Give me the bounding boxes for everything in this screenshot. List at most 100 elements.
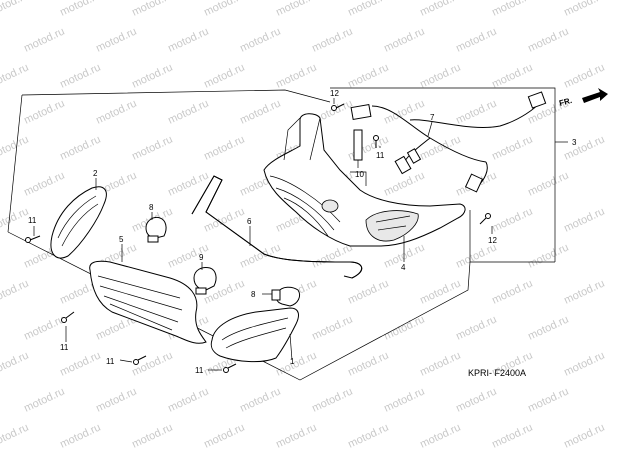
screws xyxy=(25,103,491,373)
callout-12-b: 12 xyxy=(488,236,497,245)
watermark-text: motod.ru xyxy=(58,0,102,19)
watermark-text: motod.ru xyxy=(202,133,246,162)
watermark-text: motod.ru xyxy=(562,0,606,19)
watermark-text: motod.ru xyxy=(238,25,282,54)
callout-12-a: 12 xyxy=(330,89,339,98)
watermark-text: motod.ru xyxy=(0,205,31,234)
watermark-text: motod.ru xyxy=(94,385,138,414)
front-direction-marker: FR. xyxy=(558,88,608,108)
watermark-text: motod.ru xyxy=(418,421,462,450)
watermark-text: motod.ru xyxy=(238,241,282,270)
part-8-bulb-upper xyxy=(145,212,167,243)
callout-1: 1 xyxy=(290,357,295,366)
watermark-text: motod.ru xyxy=(454,97,498,126)
screw-12-b xyxy=(479,213,491,225)
watermark-text: motod.ru xyxy=(202,0,246,19)
part-9-bulb xyxy=(193,262,217,295)
watermark-text: motod.ru xyxy=(274,349,318,378)
frame-left xyxy=(7,94,23,233)
fr-arrow-icon xyxy=(582,88,608,103)
part-8-bulb-lower xyxy=(262,286,301,307)
watermark-text: motod.ru xyxy=(418,0,462,19)
watermark-text: motod.ru xyxy=(94,25,138,54)
watermark-text: motod.ru xyxy=(238,97,282,126)
watermark-text: motod.ru xyxy=(22,385,66,414)
watermark-text: motod.ru xyxy=(274,0,318,19)
watermark-text: motod.ru xyxy=(166,385,210,414)
watermark-text: motod.ru xyxy=(346,61,390,90)
screw-11-a xyxy=(25,235,41,243)
watermark-text: motod.ru xyxy=(454,241,498,270)
watermark-text: motod.ru xyxy=(490,205,534,234)
callout-11-a: 11 xyxy=(28,216,37,225)
watermark-text: motod.ru xyxy=(490,277,534,306)
callout-8-lower: 8 xyxy=(251,290,256,299)
callout-5: 5 xyxy=(119,235,124,244)
callout-4: 4 xyxy=(401,263,406,272)
watermark-text: motod.ru xyxy=(418,277,462,306)
screw-11-c xyxy=(133,355,147,365)
watermark-text: motod.ru xyxy=(454,25,498,54)
watermark-text: motod.ru xyxy=(418,349,462,378)
watermark-text: motod.ru xyxy=(130,421,174,450)
part-4-rear-combination-light xyxy=(263,113,466,262)
watermark-text: motod.ru xyxy=(166,241,210,270)
part-2-side-lens xyxy=(50,178,107,259)
watermark-text: motod.ru xyxy=(58,421,102,450)
watermark-text: motod.ru xyxy=(526,313,570,342)
callout-10: 10 xyxy=(355,170,364,179)
watermark-text: motod.ru xyxy=(382,97,426,126)
watermark-text: motod.ru xyxy=(130,61,174,90)
watermark-text: motod.ru xyxy=(418,61,462,90)
callout-8-upper: 8 xyxy=(149,203,154,212)
watermark-text: motod.ru xyxy=(526,25,570,54)
callout-3: 3 xyxy=(572,138,577,147)
watermark-text: motod.ru xyxy=(562,133,606,162)
watermark-text: motod.ru xyxy=(418,133,462,162)
frame-top-right xyxy=(330,87,556,262)
callout-11-e: 11 xyxy=(376,151,385,160)
watermark-text: motod.ru xyxy=(22,25,66,54)
part-7-wire-harness xyxy=(350,91,547,193)
watermark-text: motod.ru xyxy=(310,25,354,54)
watermark-text: motod.ru xyxy=(526,241,570,270)
watermark-text: motod.ru xyxy=(490,421,534,450)
watermark-text: motod.ru xyxy=(22,313,66,342)
diagram-code: KPRI- F2400A xyxy=(468,368,526,378)
watermark-text: motod.ru xyxy=(346,349,390,378)
callouts: 1 2 3 4 5 6 7 8 8 9 10 11 11 11 11 11 12… xyxy=(28,89,577,375)
callout-11-c: 11 xyxy=(106,357,115,366)
watermark-text: motod.ru xyxy=(166,25,210,54)
watermark-text: motod.ru xyxy=(0,61,31,90)
watermark-text: motod.ru xyxy=(166,97,210,126)
watermark-text: motod.ru xyxy=(0,277,31,306)
callout-7: 7 xyxy=(430,113,435,122)
watermark-text: motod.ru xyxy=(274,421,318,450)
watermark-text: motod.ru xyxy=(454,313,498,342)
watermark-text: motod.ru xyxy=(58,61,102,90)
watermark-text: motod.ru xyxy=(0,0,31,19)
watermark-text: motod.ru xyxy=(22,169,66,198)
watermark-text: motod.ru xyxy=(202,205,246,234)
screw-12-a xyxy=(331,103,345,111)
watermark-text: motod.ru xyxy=(562,205,606,234)
fr-label: FR. xyxy=(558,96,573,108)
watermark-text: motod.ru xyxy=(58,349,102,378)
watermark-text: motod.ru xyxy=(490,133,534,162)
watermark-text: motod.ru xyxy=(526,385,570,414)
callout-6: 6 xyxy=(247,217,252,226)
watermark-text: motod.ru xyxy=(0,349,31,378)
callout-11-d: 11 xyxy=(195,366,204,375)
screw-11-d xyxy=(223,363,237,373)
watermark-text: motod.ru xyxy=(238,385,282,414)
watermark-text: motod.ru xyxy=(346,421,390,450)
watermark-text: motod.ru xyxy=(58,133,102,162)
watermark-text: motod.ru xyxy=(490,0,534,19)
watermark-text: motod.ru xyxy=(346,0,390,19)
watermark-text: motod.ru xyxy=(382,169,426,198)
callout-2: 2 xyxy=(93,169,98,178)
watermark-text: motod.ru xyxy=(310,313,354,342)
watermark-text: motod.ru xyxy=(454,385,498,414)
watermark-text: motod.ru xyxy=(346,277,390,306)
